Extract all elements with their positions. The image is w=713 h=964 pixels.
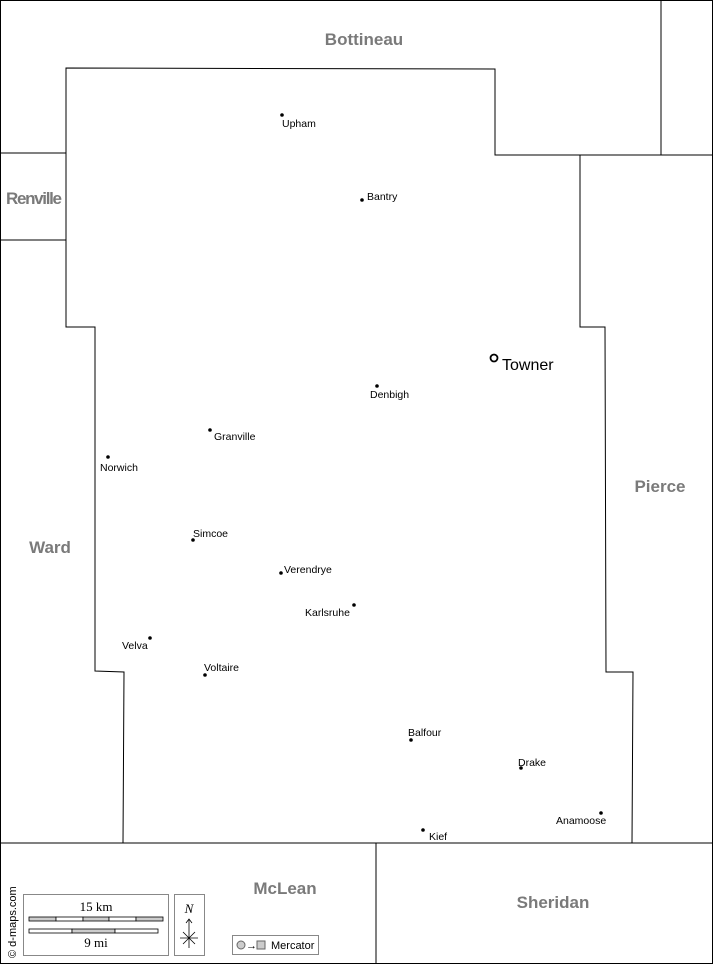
town-balfour: Balfour	[408, 727, 442, 742]
town-label: Voltaire	[204, 662, 239, 674]
town-label: Drake	[518, 757, 546, 769]
town-label: Karlsruhe	[305, 607, 350, 619]
north-label: N	[184, 901, 195, 916]
town-bantry: Bantry	[360, 191, 398, 203]
town-label: Kief	[429, 831, 447, 843]
town-dot-icon	[106, 455, 110, 459]
town-label: Balfour	[408, 727, 442, 739]
town-dot-icon	[519, 766, 523, 770]
town-drake: Drake	[518, 757, 546, 770]
town-label: Verendrye	[284, 564, 332, 576]
town-label: Upham	[282, 118, 316, 130]
town-denbigh: Denbigh	[370, 384, 409, 401]
town-dot-icon	[421, 828, 425, 832]
arrow-icon: →	[246, 940, 257, 952]
town-dot-icon	[280, 113, 284, 117]
region-label-mclean: McLean	[253, 879, 316, 898]
town-velva: Velva	[122, 636, 152, 652]
square-icon	[256, 940, 266, 950]
projection-box: → Mercator	[232, 935, 319, 955]
north-arrow: N	[174, 894, 205, 956]
county-boundary	[65, 67, 634, 844]
county-seat-marker: Towner	[489, 353, 554, 374]
region-label-pierce: Pierce	[634, 477, 685, 496]
town-verendrye: Verendrye	[279, 564, 332, 576]
town-dot-icon	[208, 428, 212, 432]
scale-mi-label: 9 mi	[84, 935, 108, 950]
region-label-renville: Renville	[6, 189, 62, 208]
region-label-ward: Ward	[29, 538, 71, 557]
town-label: Anamoose	[556, 815, 606, 827]
county-seat-icon	[489, 353, 499, 363]
town-label: Denbigh	[370, 389, 409, 401]
town-norwich: Norwich	[100, 455, 138, 474]
projection-label: Mercator	[271, 940, 315, 952]
town-kief: Kief	[421, 828, 447, 843]
town-dot-icon	[148, 636, 152, 640]
compass-icon	[180, 918, 198, 948]
town-dot-icon	[352, 603, 356, 607]
town-dot-icon	[360, 198, 364, 202]
credit-text: © d-maps.com	[7, 886, 19, 958]
county-seat-label: Towner	[502, 357, 554, 374]
town-granville: Granville	[208, 428, 256, 443]
town-simcoe: Simcoe	[191, 528, 228, 542]
town-dot-icon	[279, 571, 283, 575]
town-dot-icon	[191, 538, 195, 542]
region-label-sheridan: Sheridan	[517, 893, 590, 912]
globe-icon	[236, 940, 246, 950]
town-dot-icon	[599, 811, 603, 815]
town-karlsruhe: Karlsruhe	[305, 603, 356, 619]
town-label: Bantry	[367, 191, 398, 203]
town-label: Velva	[122, 640, 148, 652]
town-dot-icon	[203, 673, 207, 677]
scale-km-label: 15 km	[80, 899, 113, 914]
town-upham: Upham	[280, 113, 316, 130]
town-label: Granville	[214, 431, 256, 443]
town-anamoose: Anamoose	[556, 811, 606, 827]
region-label-bottineau: Bottineau	[325, 30, 403, 49]
town-label: Norwich	[100, 462, 138, 474]
scale-bar: 15 km 9 mi	[23, 894, 169, 956]
town-dot-icon	[409, 738, 413, 742]
town-voltaire: Voltaire	[203, 662, 239, 677]
town-dot-icon	[375, 384, 379, 388]
town-label: Simcoe	[193, 528, 228, 540]
